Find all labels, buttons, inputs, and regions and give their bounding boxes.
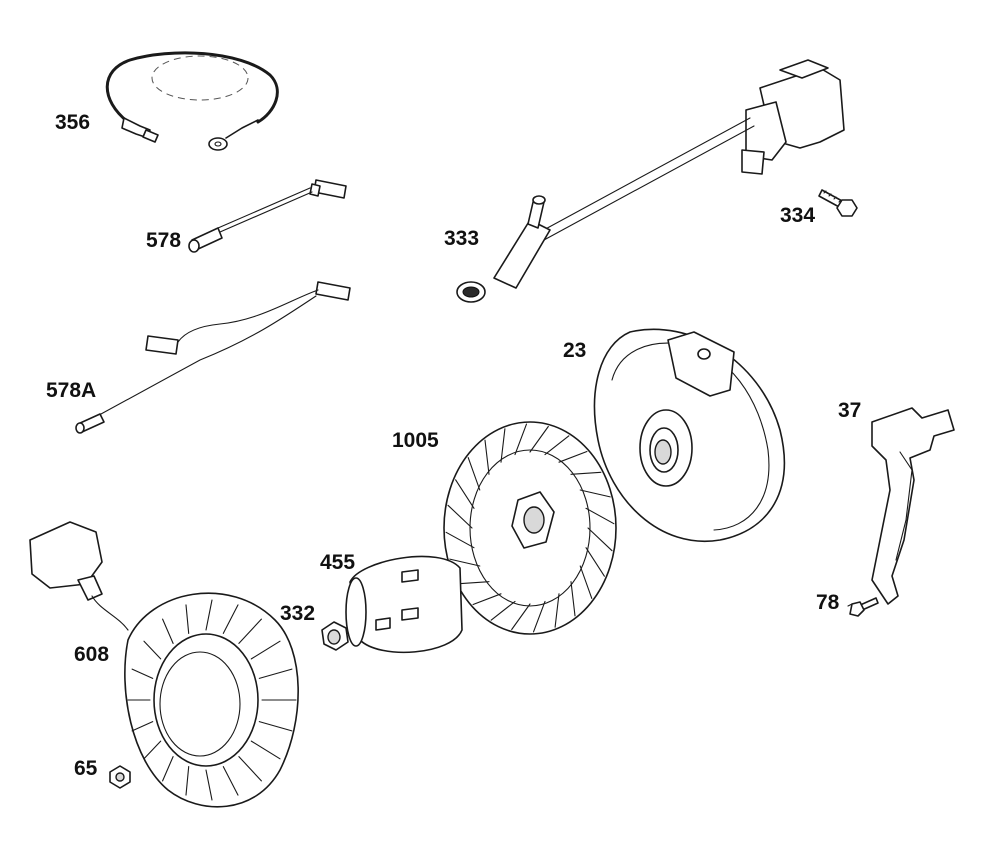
housing-rib: [205, 599, 213, 631]
fan-blade: [455, 479, 475, 509]
housing-rib: [131, 721, 154, 732]
fan-blade: [544, 435, 570, 456]
part-label-356: 356: [55, 111, 91, 134]
part-label-65: 65: [74, 757, 98, 780]
housing-rib: [258, 668, 293, 679]
part-label-1005: 1005: [392, 429, 439, 452]
leader-line-78: [847, 603, 853, 607]
fan-blade: [514, 423, 528, 456]
recoil-starter-608: [29, 521, 299, 808]
fan-blade: [458, 581, 490, 585]
ground-wire-356: [105, 51, 279, 151]
fan-blade: [579, 489, 611, 498]
part-label-333: 333: [444, 227, 480, 250]
housing-rib: [162, 618, 174, 644]
ignition-coil-333: [456, 59, 845, 303]
housing-rib: [222, 604, 239, 634]
part-label-334: 334: [780, 204, 816, 227]
fan-blade: [554, 593, 560, 628]
bolt-334: [818, 189, 858, 217]
housing-rib: [238, 756, 262, 782]
fan-blade: [449, 558, 481, 567]
fan-blade: [585, 547, 605, 577]
housing-rib: [185, 766, 190, 796]
housing-rib: [250, 640, 281, 660]
bracket-37: [871, 407, 955, 605]
starter-cup-455: [345, 555, 463, 654]
part-label-455: 455: [320, 551, 356, 574]
screw-78: [849, 597, 879, 617]
nut-332: [321, 621, 349, 651]
wire-578a: [75, 281, 351, 434]
fan-blade: [490, 600, 516, 621]
housing-rib: [205, 769, 213, 801]
part-label-578a: 578A: [46, 379, 97, 402]
fan-blade: [532, 600, 546, 633]
wire-578: [188, 179, 347, 253]
part-label-332: 332: [280, 602, 316, 625]
housing-rib: [222, 766, 239, 796]
housing-rib: [143, 740, 162, 760]
housing-rib: [238, 618, 262, 644]
part-label-578: 578: [146, 229, 182, 252]
fan-blade: [511, 603, 531, 631]
fan-blade: [529, 425, 549, 453]
fan-blade: [447, 504, 473, 529]
screw-65: [109, 765, 131, 789]
fan-blade: [500, 428, 506, 463]
housing-rib: [258, 721, 293, 732]
fan-blade: [570, 471, 602, 475]
fan-blade: [472, 593, 502, 606]
fan-blade: [558, 450, 588, 463]
housing-rib: [162, 756, 174, 782]
housing-rib: [131, 668, 154, 679]
part-label-37: 37: [838, 399, 862, 422]
part-label-23: 23: [563, 339, 587, 362]
blower-fan-1005: [443, 421, 617, 635]
fan-blade: [585, 507, 615, 525]
fan-blade: [579, 565, 593, 599]
fan-blade: [587, 527, 613, 552]
fan-blade: [467, 457, 481, 491]
housing-rib: [250, 740, 281, 760]
housing-rib: [185, 604, 190, 634]
part-label-78: 78: [816, 591, 840, 614]
housing-rib: [143, 640, 162, 660]
flywheel-23: [593, 328, 785, 543]
part-label-608: 608: [74, 643, 110, 666]
fan-blade: [445, 531, 475, 549]
fan-blade: [570, 581, 576, 617]
fan-blade: [484, 439, 490, 475]
